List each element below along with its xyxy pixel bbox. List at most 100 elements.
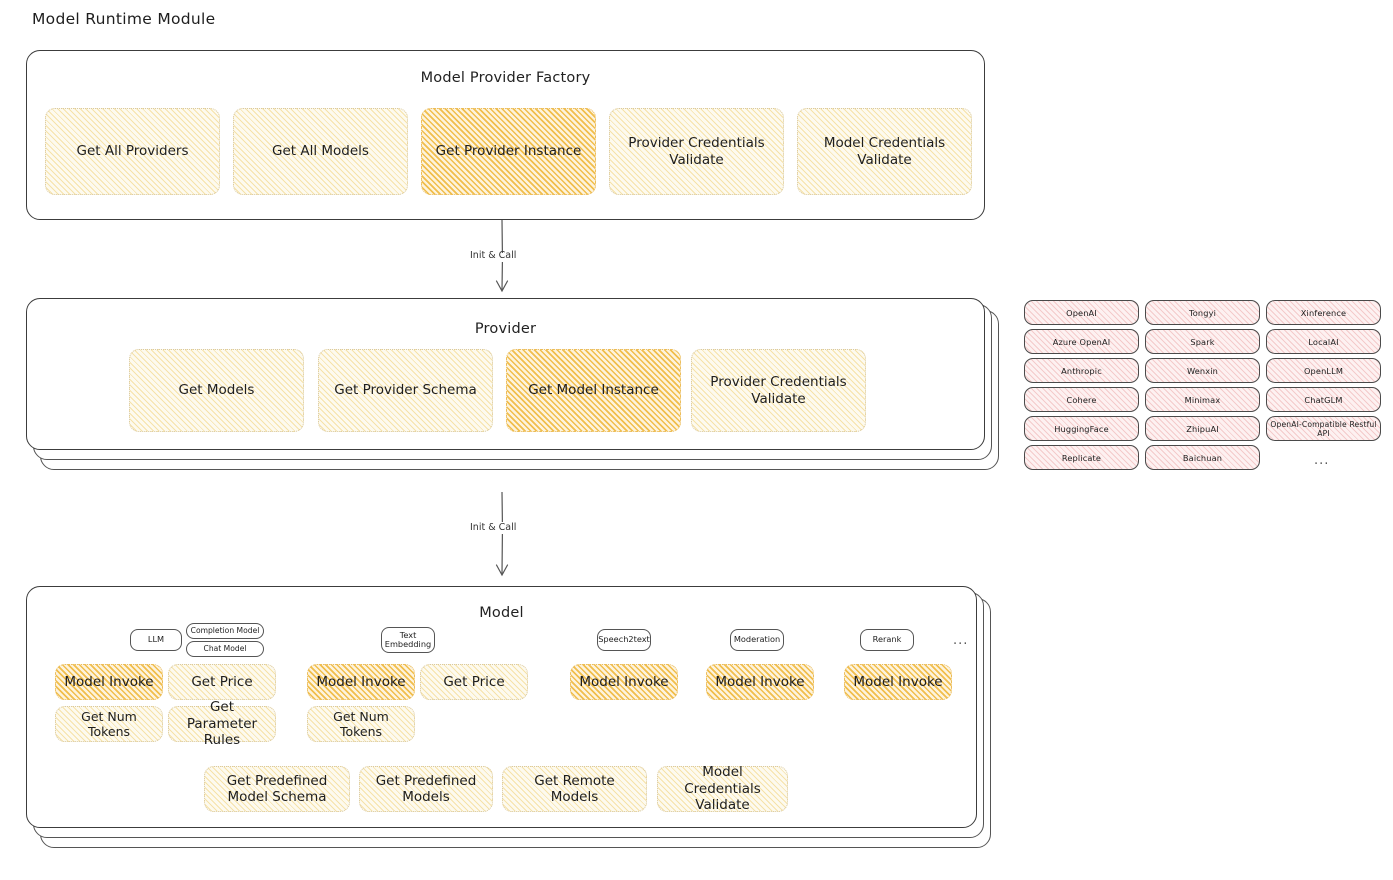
provider-list-more: ... (1314, 453, 1330, 468)
common-method-get-remote-models[interactable]: Get Remote Models (502, 766, 647, 812)
model-type-chip-text-embedding[interactable]: Text Embedding (381, 627, 435, 653)
provider-pill-label: Xinference (1300, 307, 1347, 318)
factory-box-label: Get All Providers (76, 143, 189, 160)
provider-pill-label: Cohere (1066, 394, 1097, 405)
provider-box-get-model-instance[interactable]: Get Model Instance (506, 349, 681, 432)
arrow-label: Init & Call (470, 250, 517, 261)
method-label: Model Invoke (579, 673, 669, 690)
method-label: Get Predefined Model Schema (226, 772, 328, 805)
factory-box-label: Provider Credentials Validate (628, 135, 765, 168)
provider-pill-label: Azure OpenAI (1052, 336, 1111, 347)
model-type-chip-rerank[interactable]: Rerank (860, 629, 914, 651)
arrow-provider-to-model: Init & Call (470, 491, 590, 587)
arrow-label: Init & Call (470, 522, 517, 533)
provider-pill-label: OpenAI-Compatible Restful API (1270, 419, 1377, 438)
provider-pill-chatglm[interactable]: ChatGLM (1266, 387, 1381, 412)
factory-box-get-all-providers[interactable]: Get All Providers (45, 108, 220, 195)
provider-pill-zhipuai[interactable]: ZhipuAI (1145, 416, 1260, 441)
factory-box-label: Get All Models (272, 143, 369, 160)
method-label: Model Invoke (715, 673, 805, 690)
common-method-get-predefined-model-schema[interactable]: Get Predefined Model Schema (204, 766, 350, 812)
provider-pill-tongyi[interactable]: Tongyi (1145, 300, 1260, 325)
model-type-label: LLM (147, 634, 165, 645)
provider-pill-xinference[interactable]: Xinference (1266, 300, 1381, 325)
method-label: Get Remote Models (534, 772, 615, 805)
method-label: Get Predefined Models (375, 772, 477, 805)
moderation-method-model-invoke[interactable]: Model Invoke (706, 664, 814, 700)
provider-pill-anthropic[interactable]: Anthropic (1024, 358, 1139, 383)
method-label: Get Parameter Rules (186, 699, 258, 749)
provider-pill-cohere[interactable]: Cohere (1024, 387, 1139, 412)
method-label: Get Num Tokens (333, 708, 389, 739)
text-embedding-method-get-num-tokens[interactable]: Get Num Tokens (307, 706, 415, 742)
model-title: Model (479, 605, 524, 621)
provider-pill-huggingface[interactable]: HuggingFace (1024, 416, 1139, 441)
provider-pill-minimax[interactable]: Minimax (1145, 387, 1260, 412)
model-type-chip-speech2text[interactable]: Speech2text (597, 629, 651, 651)
provider-pill-openai-compatible-restful-api[interactable]: OpenAI-Compatible Restful API (1266, 416, 1381, 441)
model-types-more: ... (953, 633, 969, 648)
text-embedding-method-get-price[interactable]: Get Price (420, 664, 528, 700)
method-label: Model Credentials Validate (684, 764, 761, 814)
provider-pill-localai[interactable]: LocalAI (1266, 329, 1381, 354)
factory-box-get-provider-instance[interactable]: Get Provider Instance (421, 108, 596, 195)
provider-panel: Provider Get Models Get Provider Schema … (26, 298, 985, 450)
provider-box-label: Get Model Instance (528, 382, 659, 399)
method-label: Model Invoke (316, 673, 406, 690)
arrow-icon (495, 491, 509, 577)
provider-box-label: Get Models (178, 382, 255, 399)
provider-box-get-provider-schema[interactable]: Get Provider Schema (318, 349, 493, 432)
provider-pill-label: OpenLLM (1303, 365, 1344, 376)
speech2text-method-model-invoke[interactable]: Model Invoke (570, 664, 678, 700)
model-provider-factory-title: Model Provider Factory (420, 70, 591, 86)
factory-box-model-credentials-validate[interactable]: Model Credentials Validate (797, 108, 972, 195)
provider-pill-label: ChatGLM (1304, 394, 1343, 405)
model-type-label: Moderation (733, 634, 781, 645)
text-embedding-method-model-invoke[interactable]: Model Invoke (307, 664, 415, 700)
factory-box-get-all-models[interactable]: Get All Models (233, 108, 408, 195)
rerank-method-model-invoke[interactable]: Model Invoke (844, 664, 952, 700)
factory-box-provider-credentials-validate[interactable]: Provider Credentials Validate (609, 108, 784, 195)
provider-pill-label: LocalAI (1308, 336, 1339, 347)
provider-pill-baichuan[interactable]: Baichuan (1145, 445, 1260, 470)
model-provider-factory-panel: Model Provider Factory Get All Providers… (26, 50, 985, 220)
provider-pill-label: Replicate (1061, 452, 1102, 463)
factory-box-label: Get Provider Instance (435, 143, 582, 160)
provider-box-label: Get Provider Schema (334, 382, 477, 399)
provider-pill-openai[interactable]: OpenAI (1024, 300, 1139, 325)
common-method-get-predefined-models[interactable]: Get Predefined Models (359, 766, 493, 812)
method-label: Get Price (191, 673, 253, 690)
method-label: Get Price (443, 673, 505, 690)
model-tag-chat-model[interactable]: Chat Model (186, 641, 264, 657)
provider-pill-wenxin[interactable]: Wenxin (1145, 358, 1260, 383)
llm-method-get-price[interactable]: Get Price (168, 664, 276, 700)
provider-box-label: Provider Credentials Validate (710, 374, 847, 407)
provider-pill-spark[interactable]: Spark (1145, 329, 1260, 354)
common-method-model-credentials-validate[interactable]: Model Credentials Validate (657, 764, 788, 814)
method-label: Get Num Tokens (81, 708, 137, 739)
provider-pill-azure-openai[interactable]: Azure OpenAI (1024, 329, 1139, 354)
provider-pill-label: Tongyi (1188, 307, 1217, 318)
llm-method-model-invoke[interactable]: Model Invoke (55, 664, 163, 700)
page-title: Model Runtime Module (32, 10, 216, 28)
llm-method-get-parameter-rules[interactable]: Get Parameter Rules (168, 699, 276, 748)
model-type-label: Rerank (872, 634, 902, 645)
provider-pill-openllm[interactable]: OpenLLM (1266, 358, 1381, 383)
provider-pill-label: Baichuan (1182, 452, 1223, 463)
provider-pill-label: HuggingFace (1054, 423, 1109, 434)
method-label: Model Invoke (64, 673, 154, 690)
model-tag-label: Chat Model (203, 643, 247, 653)
method-label: Model Invoke (853, 673, 943, 690)
model-type-chip-moderation[interactable]: Moderation (730, 629, 784, 651)
provider-pill-label: Anthropic (1061, 365, 1102, 376)
llm-method-get-num-tokens[interactable]: Get Num Tokens (55, 706, 163, 742)
provider-pill-replicate[interactable]: Replicate (1024, 445, 1139, 470)
model-tag-completion-model[interactable]: Completion Model (186, 623, 264, 639)
arrow-factory-to-provider: Init & Call (470, 219, 590, 300)
model-type-chip-llm[interactable]: LLM (130, 629, 182, 651)
provider-title: Provider (474, 321, 537, 337)
provider-box-provider-credentials-validate[interactable]: Provider Credentials Validate (691, 349, 866, 432)
arrow-icon (495, 219, 509, 293)
provider-box-get-models[interactable]: Get Models (129, 349, 304, 432)
provider-pill-label: Spark (1190, 336, 1215, 347)
